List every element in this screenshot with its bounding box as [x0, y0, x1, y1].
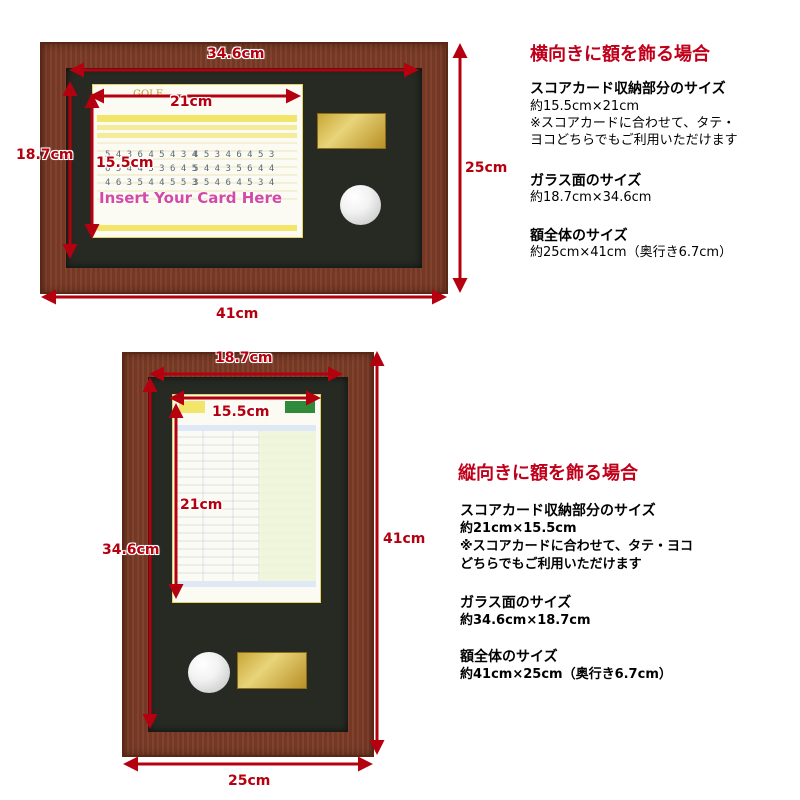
dim-horizontal-frame-width: 41cm — [216, 306, 259, 322]
vertical-golf-ball — [188, 652, 230, 693]
dim-vertical-frame-width: 25cm — [228, 773, 271, 789]
horizontal-overall-title: 額全体のサイズ — [530, 228, 628, 244]
horizontal-scorecard: GOLF 5 4 3 6 4 5 4 3 4 4 5 3 4 6 4 5 3 6… — [92, 84, 303, 238]
svg-text:3 5 4 6 4 5 3 4: 3 5 4 6 4 5 3 4 — [193, 178, 274, 188]
dim-vertical-glass-width: 18.7cm — [215, 350, 273, 366]
dim-horizontal-card-width: 21cm — [170, 94, 213, 110]
horizontal-card-area-value: 約15.5cm×21cm — [530, 99, 640, 114]
horizontal-note-line2: ヨコどちらでもご利用いただけます — [530, 133, 738, 148]
horizontal-note-line1: ※スコアカードに合わせて、タテ・ — [530, 116, 736, 131]
svg-text:5 4 3 6 4 5 4 3 4: 5 4 3 6 4 5 4 3 4 — [105, 150, 197, 160]
dim-vertical-card-height: 21cm — [180, 497, 223, 513]
dim-vertical-glass-height: 34.6cm — [102, 542, 160, 558]
vertical-glass-value: 約34.6cm×18.7cm — [460, 613, 591, 628]
dim-horizontal-glass-height: 18.7cm — [16, 147, 74, 163]
vertical-card-area-value: 約21cm×15.5cm — [460, 521, 577, 536]
dim-horizontal-glass-width: 34.6cm — [207, 46, 265, 62]
vertical-note-line1: ※スコアカードに合わせて、タテ・ヨコ — [460, 539, 693, 554]
dim-vertical-card-width: 15.5cm — [212, 404, 270, 420]
horizontal-golf-ball — [340, 185, 381, 225]
vertical-overall-title: 額全体のサイズ — [460, 649, 558, 665]
horizontal-glass-value: 約18.7cm×34.6cm — [530, 190, 652, 205]
dim-horizontal-frame-height: 25cm — [465, 160, 508, 176]
vertical-overall-value: 約41cm×25cm（奥行き6.7cm） — [460, 667, 672, 682]
svg-text:6 5 4 4 5 3 6 4 5: 6 5 4 4 5 3 6 4 5 — [105, 164, 197, 174]
horizontal-nameplate — [317, 113, 386, 149]
vertical-scorecard — [172, 394, 321, 603]
horizontal-heading: 横向きに額を飾る場合 — [530, 44, 710, 65]
horizontal-card-area-title: スコアカード収納部分のサイズ — [530, 81, 726, 97]
horizontal-overall-value: 約25cm×41cm（奥行き6.7cm） — [530, 245, 733, 260]
svg-text:4 5 3 4 6 4 5 3: 4 5 3 4 6 4 5 3 — [193, 150, 274, 160]
dim-vertical-frame-height: 41cm — [383, 531, 426, 547]
svg-text:4 6 3 5 4 4 5 5 3: 4 6 3 5 4 4 5 5 3 — [105, 178, 197, 188]
vertical-note-line2: どちらでもご利用いただけます — [460, 557, 642, 572]
vertical-scorecard-graphic — [173, 395, 320, 602]
scorecard-graphic: GOLF 5 4 3 6 4 5 4 3 4 4 5 3 4 6 4 5 3 6… — [93, 85, 302, 237]
vertical-nameplate — [237, 652, 307, 689]
horizontal-glass-title: ガラス面のサイズ — [530, 173, 642, 189]
vertical-glass-title: ガラス面のサイズ — [460, 595, 572, 611]
svg-text:5 4 4 3 5 6 4 4: 5 4 4 3 5 6 4 4 — [193, 164, 274, 174]
dim-horizontal-card-height: 15.5cm — [96, 155, 154, 171]
insert-card-label: Insert Your Card Here — [99, 189, 283, 207]
vertical-heading: 縦向きに額を飾る場合 — [458, 463, 638, 484]
vertical-card-area-title: スコアカード収納部分のサイズ — [460, 503, 656, 519]
